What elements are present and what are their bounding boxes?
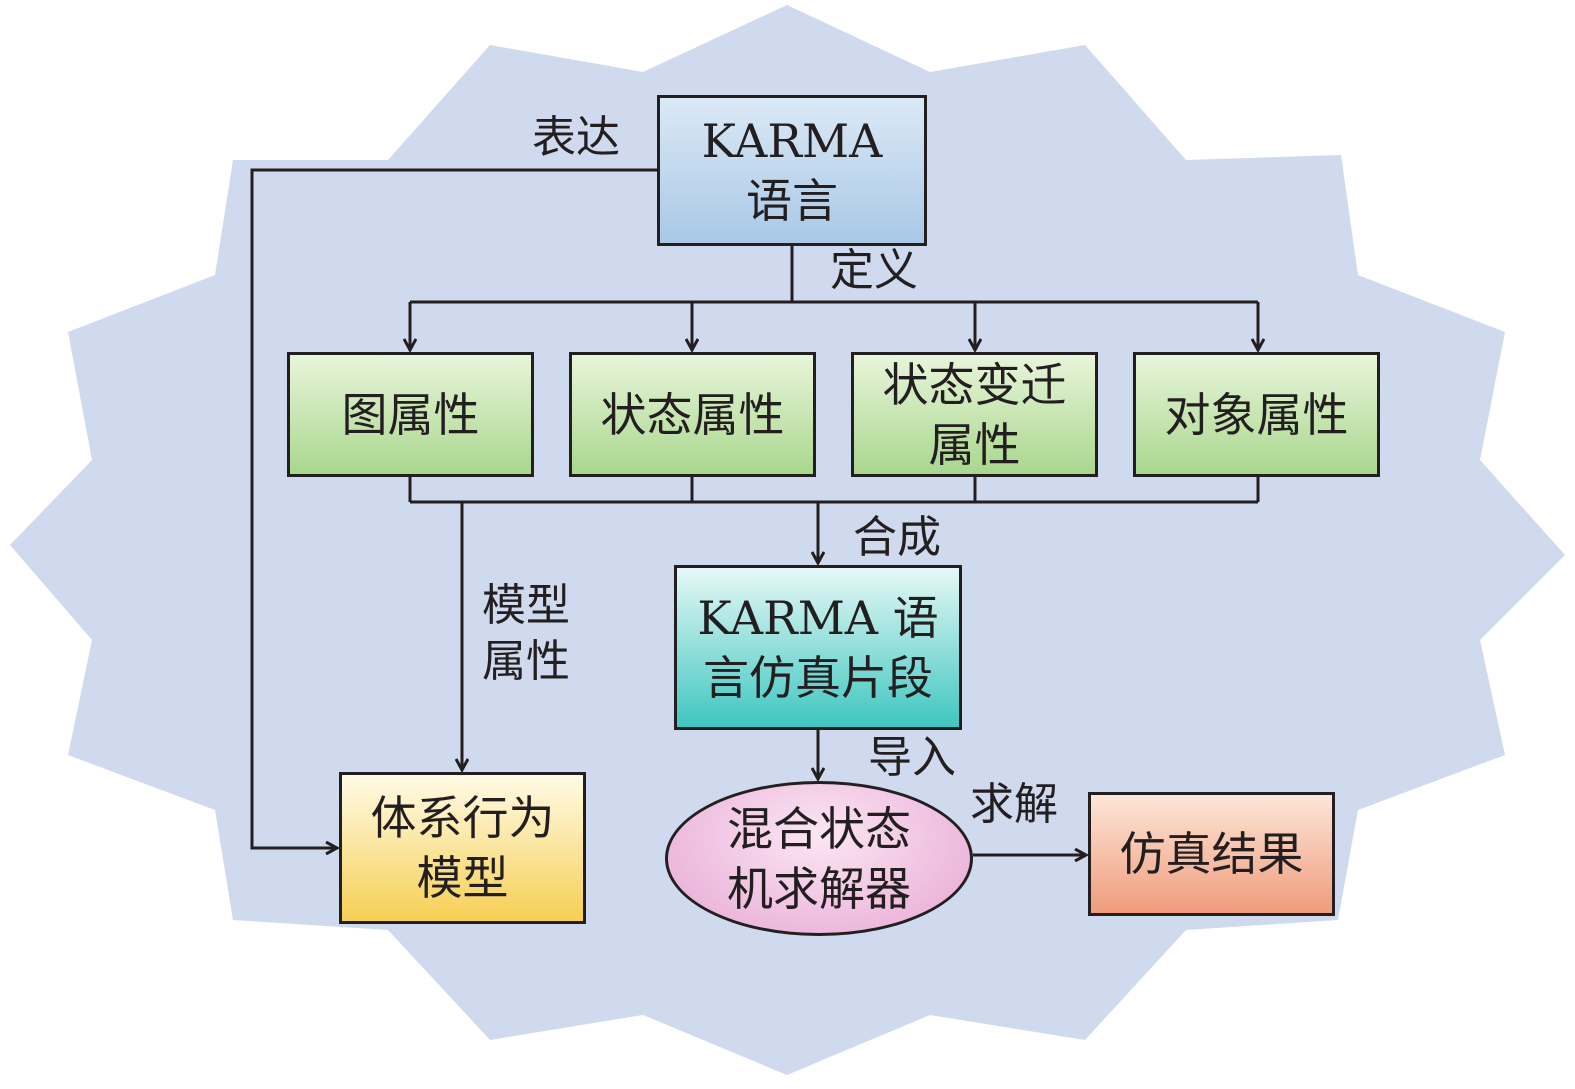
arrow-express [250, 168, 657, 848]
node-karma-language: KARMA 语言 [657, 95, 927, 246]
node-system-behavior-model: 体系行为 模型 [339, 772, 586, 924]
edge-label-import: 导入 [868, 732, 956, 783]
edge-label-model-attributes: 模型 属性 [482, 580, 570, 687]
node-karma-fragment: KARMA 语 言仿真片段 [674, 565, 962, 730]
node-graph-attributes: 图属性 [287, 352, 534, 477]
node-state-attributes: 状态属性 [569, 352, 816, 477]
node-simulation-result: 仿真结果 [1088, 792, 1335, 916]
node-hybrid-solver: 混合状态 机求解器 [665, 781, 973, 936]
edge-label-solve: 求解 [970, 779, 1058, 830]
node-object-attributes: 对象属性 [1133, 352, 1380, 477]
node-state-transition-attributes: 状态变迁 属性 [851, 352, 1098, 477]
edge-label-define: 定义 [830, 245, 918, 296]
edge-label-express: 表达 [532, 112, 620, 163]
edge-label-compose: 合成 [853, 512, 941, 563]
